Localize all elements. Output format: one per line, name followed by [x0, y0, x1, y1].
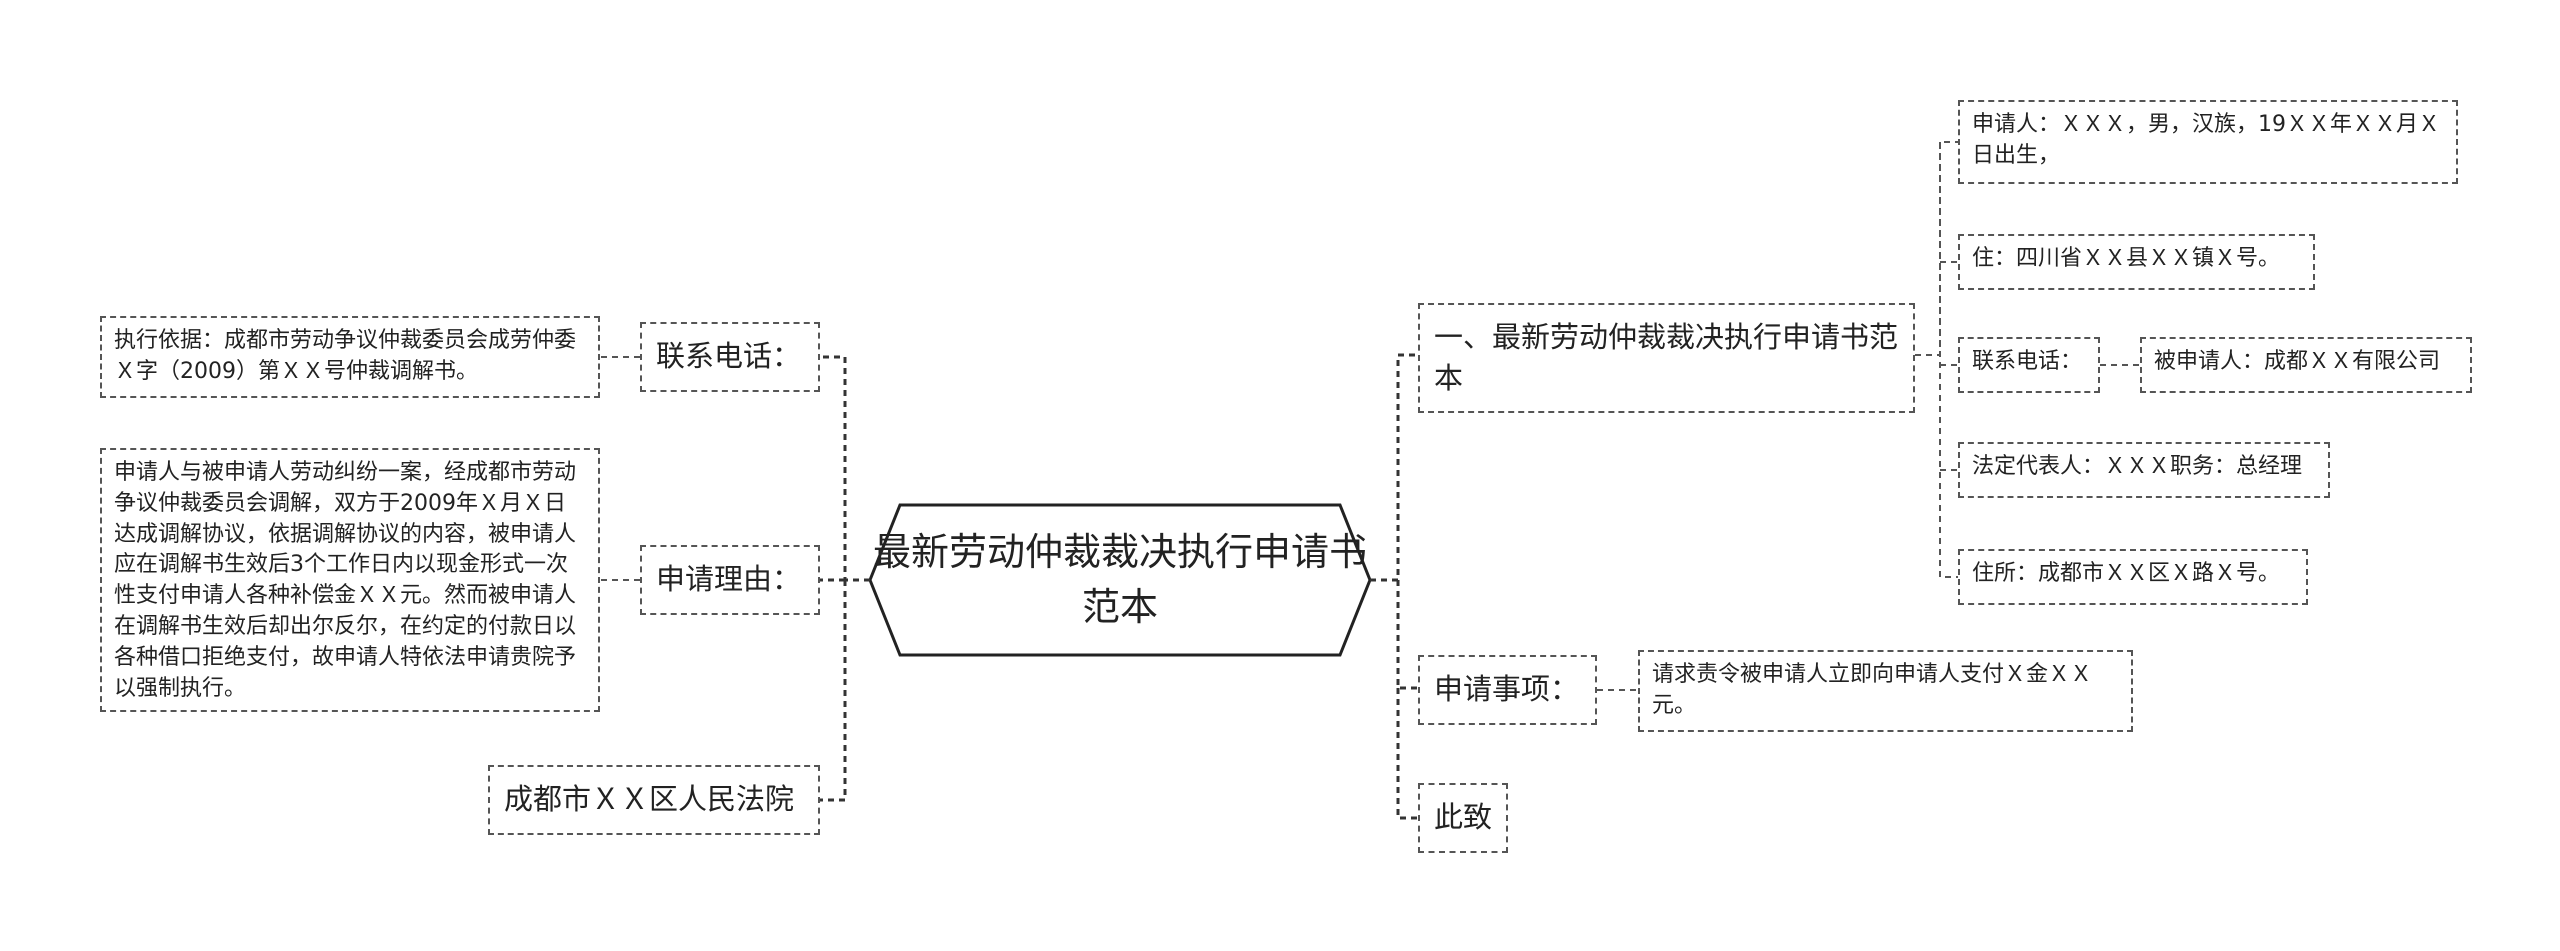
right-detail-domicile-text: 住所：成都市ＸＸ区Ｘ路Ｘ号。	[1972, 561, 2281, 586]
right-detail-residence: 住：四川省ＸＸ县ＸＸ镇Ｘ号。	[1958, 234, 2315, 290]
right-detail-request-text: 请求责令被申请人立即向申请人支付Ｘ金ＸＸ元。	[1652, 662, 2093, 718]
right-detail-contact-phone-text: 联系电话：	[1972, 349, 2083, 374]
right-detail-contact-phone: 联系电话：	[1958, 337, 2100, 393]
right-topic-request-items-label: 申请事项：	[1434, 672, 1580, 706]
right-child-connector	[1915, 141, 1958, 578]
right-detail-residence-text: 住：四川省ＸＸ县ＸＸ镇Ｘ号。	[1972, 246, 2281, 271]
right-connector-1	[1370, 353, 1418, 582]
left-topic-court-label: 成都市ＸＸ区人民法院	[504, 782, 795, 816]
left-topic-reason: 申请理由：	[640, 545, 820, 615]
central-topic: 最新劳动仲裁裁决执行申请书范本	[872, 529, 1367, 629]
left-connector-3	[820, 580, 847, 802]
left-topic-contact-phone: 联系电话：	[640, 322, 820, 392]
left-detail-reason-text: 申请人与被申请人劳动纠纷一案，经成都市劳动争议仲裁委员会调解，双方于2009年Ｘ…	[114, 460, 577, 701]
right-detail-respondent: 被申请人：成都ＸＸ有限公司	[2140, 337, 2472, 393]
left-connector-1	[820, 355, 870, 582]
right-topic-section-one: 一、最新劳动仲裁裁决执行申请书范本	[1418, 303, 1915, 413]
right-connector-2	[1396, 580, 1418, 690]
right-detail-applicant-text: 申请人：ＸＸＸ，男，汉族，19ＸＸ年ＸＸ月Ｘ日出生，	[1972, 112, 2440, 168]
right-detail-respondent-text: 被申请人：成都ＸＸ有限公司	[2154, 349, 2441, 374]
right-detail-legal-rep: 法定代表人：ＸＸＸ职务：总经理	[1958, 442, 2330, 498]
left-topic-court: 成都市ＸＸ区人民法院	[488, 765, 820, 835]
left-detail-reason: 申请人与被申请人劳动纠纷一案，经成都市劳动争议仲裁委员会调解，双方于2009年Ｘ…	[100, 448, 600, 712]
right-detail-request: 请求责令被申请人立即向申请人支付Ｘ金ＸＸ元。	[1638, 650, 2133, 732]
right-connector-3	[1396, 688, 1418, 820]
right-detail-applicant: 申请人：ＸＸＸ，男，汉族，19ＸＸ年ＸＸ月Ｘ日出生，	[1958, 100, 2458, 184]
right-topic-request-items: 申请事项：	[1418, 655, 1597, 725]
left-detail-execution-basis: 执行依据：成都市劳动争议仲裁委员会成劳仲委Ｘ字（2009）第ＸＸ号仲裁调解书。	[100, 316, 600, 398]
left-topic-reason-label: 申请理由：	[656, 562, 802, 596]
right-topic-regards: 此致	[1418, 783, 1508, 853]
left-topic-contact-phone-label: 联系电话：	[656, 339, 802, 373]
right-topic-section-one-label: 一、最新劳动仲裁裁决执行申请书范本	[1434, 320, 1899, 395]
right-topic-regards-label: 此致	[1434, 800, 1493, 834]
left-detail-execution-basis-text: 执行依据：成都市劳动争议仲裁委员会成劳仲委Ｘ字（2009）第ＸＸ号仲裁调解书。	[114, 328, 577, 384]
right-detail-domicile: 住所：成都市ＸＸ区Ｘ路Ｘ号。	[1958, 549, 2308, 605]
right-detail-legal-rep-text: 法定代表人：ＸＸＸ职务：总经理	[1972, 454, 2303, 479]
